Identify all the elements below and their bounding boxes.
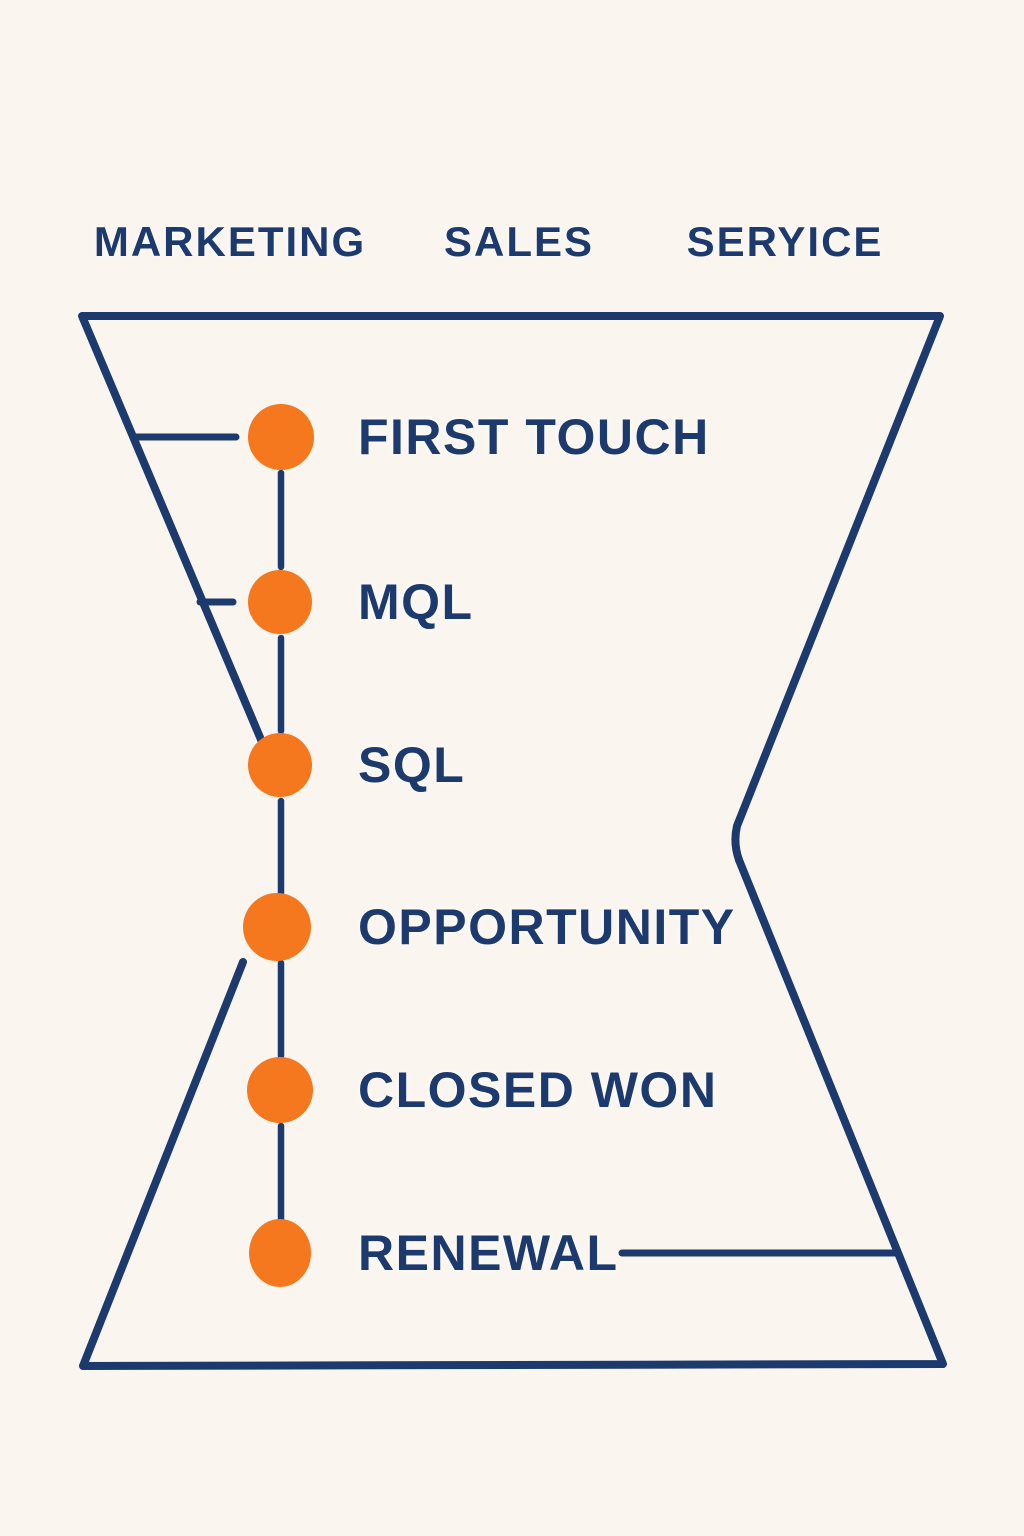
stage-label-mql: MQL [358, 574, 474, 630]
stage-label-sql: SQL [358, 737, 466, 793]
stage-label-renewal: RENEWAL [358, 1225, 619, 1281]
dot-renewal [249, 1219, 311, 1287]
funnel-outline [78, 312, 947, 1370]
dot-opportunity [243, 893, 311, 961]
dot-mql [248, 570, 312, 634]
stage-label-opportunity: OPPORTUNITY [358, 899, 736, 955]
dot-closed-won [247, 1057, 313, 1123]
stage-label-closed-won: CLOSED WON [358, 1062, 718, 1118]
stage-dots [243, 404, 314, 1287]
header-marketing: MARKETING [93, 218, 367, 265]
header-service: SERYICE [686, 218, 884, 265]
dot-first-touch [248, 404, 314, 470]
header-sales: SALES [443, 218, 595, 265]
dot-sql [248, 733, 312, 797]
stage-label-first-touch: FIRST TOUCH [358, 409, 710, 465]
